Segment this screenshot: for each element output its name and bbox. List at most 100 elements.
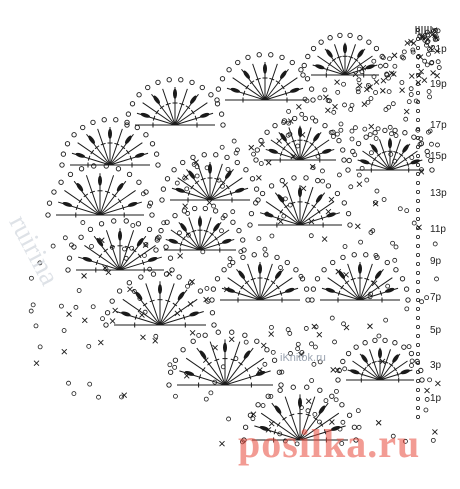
puff-stitch [326,212,336,218]
stitch-bar [198,374,202,380]
chain-loop [249,176,256,182]
sc-cross-b [352,71,359,78]
chain-loop [336,137,342,144]
chain-loop [167,255,174,261]
puff-stitch [274,270,282,279]
chain-loop [33,323,39,329]
chain-loop [160,186,167,192]
stitch-bar [279,209,284,214]
chain-loop [140,191,146,197]
chain-loop [312,118,319,124]
chain-loop [185,283,190,289]
stitch-stroke [199,217,212,251]
sc-cross-b [410,40,417,47]
chain-loop [364,177,370,183]
stitch-bar [344,280,350,285]
chain-loop [426,51,431,57]
chain-loop [122,246,127,252]
puff-stitch [188,170,196,179]
chain-loop [146,203,152,209]
chain-loop [385,283,391,289]
edge-chain [415,288,420,293]
puff-stitch [134,152,145,158]
puff-stitch [318,405,326,414]
row-label-15: 15p [430,151,447,162]
chain-loop [91,163,97,169]
chain-loop [372,200,378,206]
stitch-bar [313,416,318,421]
sc-cross-b [408,73,415,79]
chain-loop [399,80,405,85]
chain-loop [278,265,283,270]
stitch-bar [282,146,286,151]
chain-loop [240,237,246,243]
chain-loop [422,58,428,64]
stitch-stroke [224,357,265,386]
stitch-stroke [77,142,111,166]
edge-chain [415,216,420,221]
stitch-stroke [359,277,393,301]
chain-loop [279,369,285,375]
chain-loop [149,212,155,218]
chain-loop [410,49,416,55]
puff-stitch [384,287,395,293]
stitch-bar [275,284,280,290]
stitch-bar [117,198,122,204]
stitch-stroke [379,349,391,381]
chain-loop [363,252,369,258]
chain-loop [353,344,359,350]
chain-loop [279,177,285,184]
stitch-bar [98,253,103,259]
chain-loop [417,141,423,147]
chain-loop [64,141,71,147]
chain-loop [432,241,438,247]
chain-loop [279,54,285,61]
chain-loop [271,357,278,363]
stitch-bar [371,360,377,364]
stitch-bar [129,155,133,161]
chain-loop [258,137,264,144]
chain-loop [278,382,284,388]
chain-loop [276,369,283,375]
stitch-stroke [299,396,316,441]
chain-loop [435,142,440,148]
sc-cross-b [203,296,209,303]
chain-loop [142,309,148,315]
chain-loop [337,426,343,432]
stitch-bar [111,193,117,198]
chain-loop [154,235,160,241]
chain-loop [406,99,412,105]
sc-cross-b [332,103,338,110]
sc-cross-b [408,38,414,45]
stitch-stroke [288,127,301,161]
puff-stitch [258,263,262,274]
chain-loop [286,120,292,126]
stitch-stroke [105,230,121,271]
sc-cross-b [373,79,380,85]
chain-loop [359,165,365,171]
stitch-bar [393,150,399,154]
chain-loop [336,172,342,178]
chain-loop [219,144,225,150]
stitch-bar [185,105,191,110]
stitch-bar [100,142,106,146]
puff-stitch [321,148,332,154]
stitch-bar [214,236,218,241]
stitch-bar [244,280,250,285]
edge-chain [415,46,420,51]
chain-loop [191,161,197,167]
edge-chain [415,73,420,78]
chain-loop [413,98,419,104]
chain-loop [424,42,429,48]
sc-cross-b [298,351,304,358]
chain-loop [309,341,314,347]
puff-stitch [277,194,285,203]
stitch-bar [248,374,252,380]
chain-loop [58,179,64,185]
sc-cross-b [219,440,225,447]
stitch-bar [388,362,394,367]
chain-loop [321,267,327,273]
stitch-stroke [265,201,301,226]
stitch-stroke [286,186,301,226]
